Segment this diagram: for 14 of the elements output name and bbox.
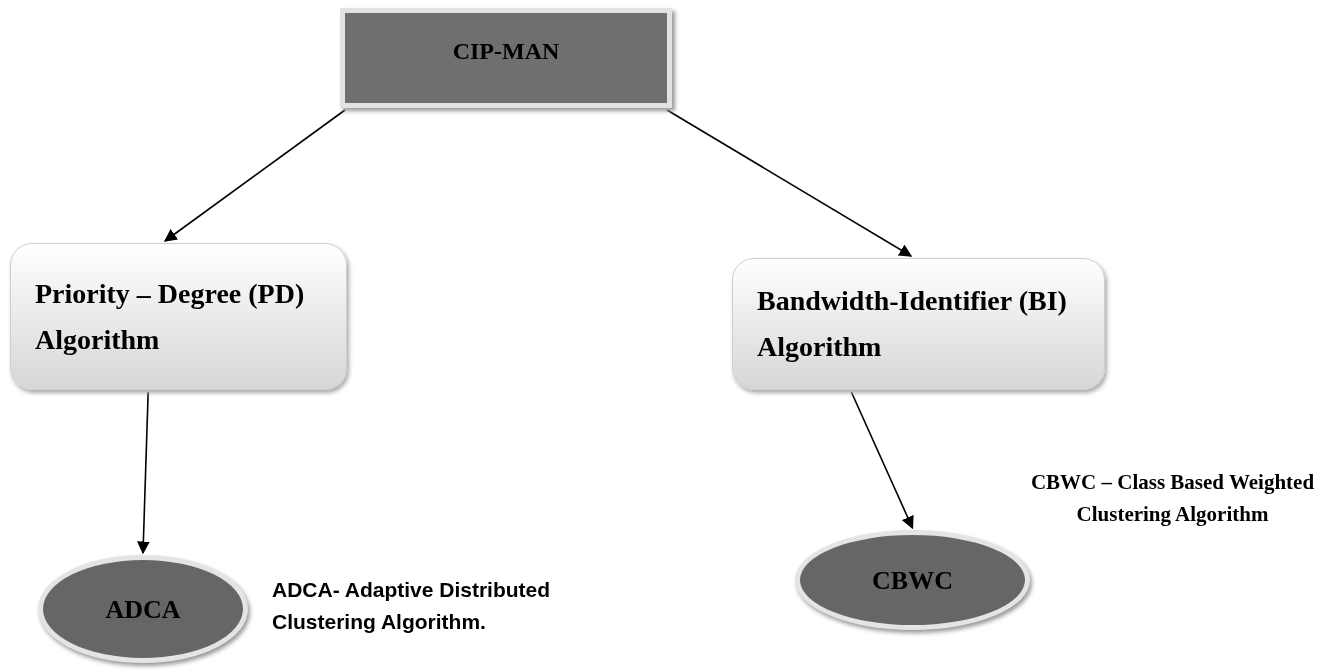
node-label: CIP-MAN [452,37,560,66]
definition-text: CBWC – Class Based Weighted Clustering Algorithm [1029,469,1316,528]
definition-text: ADCA- Adaptive Distributed Clustering Algorithm. [272,577,552,635]
arrow [136,391,150,555]
algorithm-box [10,243,347,390]
node-label: Bandwidth-Identifier (BI) Algorithm [757,284,1068,364]
node-label: Priority – Degree (PD) Algorithm [35,276,306,357]
arrow [850,391,914,530]
node-label: ADCA [105,593,181,626]
node-label: CBWC [872,564,953,597]
arrow [164,109,346,242]
arrow [666,109,913,257]
root-box [340,8,672,108]
algorithm-box [732,258,1105,390]
